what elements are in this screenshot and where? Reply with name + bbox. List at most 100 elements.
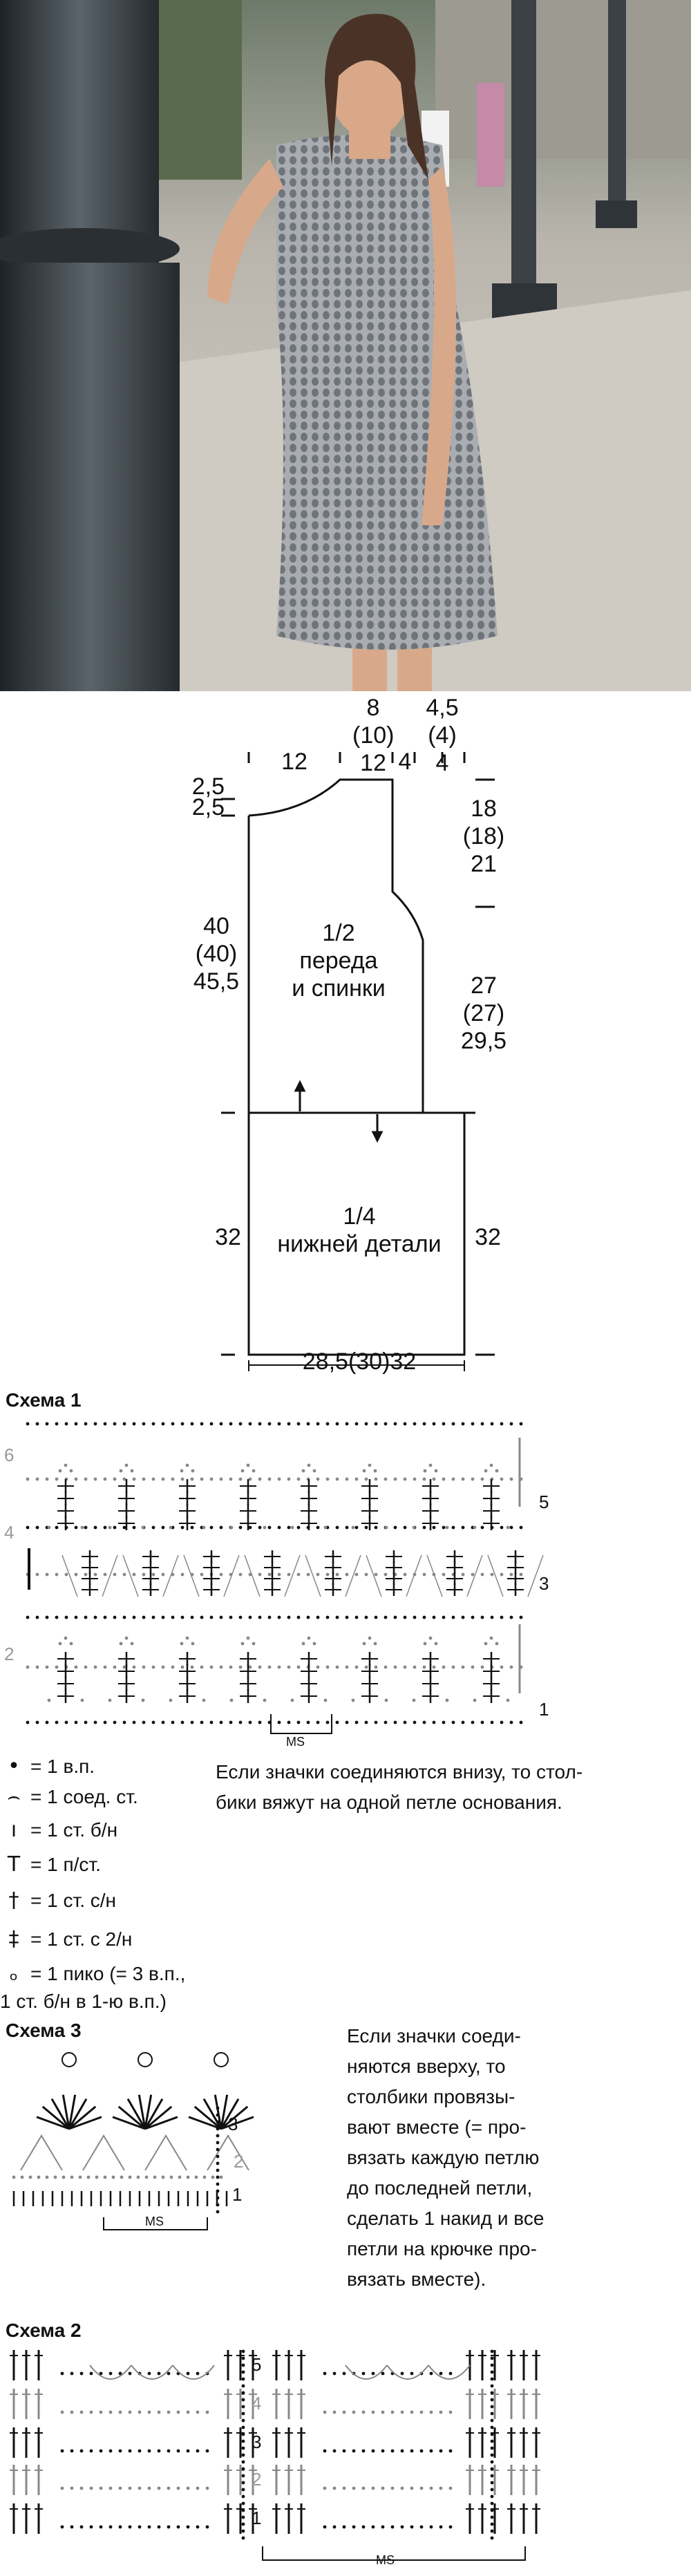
chain-stitch	[28, 2175, 32, 2179]
picot	[138, 2052, 153, 2067]
chain-stitch	[368, 1463, 372, 1467]
chain-stitch	[196, 2449, 200, 2453]
scheme3-chart: 3 2 1 MS	[0, 2039, 325, 2246]
chain-stitch	[384, 1477, 388, 1481]
upper-length-dim: 40 (40) 45,5	[193, 913, 240, 995]
chain-stitch	[361, 2449, 366, 2453]
chain-stitch	[451, 1665, 455, 1669]
chain-stitch	[316, 1665, 320, 1669]
chain-stitch	[171, 1665, 175, 1669]
stitch-mark	[61, 2094, 70, 2130]
chain-stitch	[93, 1665, 97, 1669]
chain-stitch	[258, 1720, 262, 1724]
chain-stitch	[445, 1525, 449, 1530]
chain-stitch	[241, 2418, 245, 2423]
scheme3-title: Схема 3	[6, 2020, 82, 2041]
stitch-mark	[214, 2094, 223, 2130]
chain-stitch	[209, 1665, 214, 1669]
stitch-mark	[220, 2094, 229, 2130]
chain-stitch	[35, 1665, 39, 1669]
chain-stitch	[84, 1477, 88, 1481]
chain-stitch	[161, 1572, 165, 1577]
chain-stitch	[186, 2410, 190, 2414]
chain-stitch	[84, 1525, 88, 1530]
chain-stitch	[147, 2371, 151, 2376]
chain-stitch	[352, 2486, 356, 2490]
chain-stitch	[89, 2449, 93, 2453]
chain-stitch	[55, 1720, 59, 1724]
chain-stitch	[248, 1665, 252, 1669]
chain-stitch	[132, 1422, 136, 1426]
chain-stitch	[186, 2175, 190, 2179]
chain-stitch	[258, 1422, 262, 1426]
chain-stitch	[74, 1525, 78, 1530]
chain-stitch	[138, 2410, 142, 2414]
chain-stitch	[241, 2446, 245, 2450]
chain-stitch	[434, 1469, 438, 1473]
chain-stitch	[64, 1463, 68, 1467]
chain-stitch	[296, 1572, 301, 1577]
stitch-mark	[144, 2116, 178, 2130]
picot	[61, 2052, 77, 2067]
chain-stitch	[448, 2486, 453, 2490]
chain-stitch	[490, 2488, 494, 2492]
chain-stitch	[238, 1615, 243, 1619]
chain-stitch	[248, 1525, 252, 1530]
stitch-mark	[244, 1554, 261, 1597]
chain-stitch	[390, 2449, 395, 2453]
ms-bracket	[270, 1714, 332, 1734]
chain-stitch	[490, 2425, 494, 2429]
chain-stitch	[79, 2525, 84, 2529]
chain-stitch	[99, 2410, 103, 2414]
chain-stitch	[241, 2425, 245, 2429]
chain-stitch	[345, 1525, 349, 1530]
chain-stitch	[219, 1665, 223, 1669]
chain-stitch	[142, 1572, 146, 1577]
chain-stitch	[241, 2356, 245, 2360]
chain-stitch	[167, 2449, 171, 2453]
chain-stitch	[216, 2168, 220, 2172]
chain-stitch	[241, 2474, 245, 2478]
chain-stitch	[306, 1720, 310, 1724]
chain-stitch	[108, 1698, 112, 1702]
chain-stitch	[403, 1477, 407, 1481]
chain-stitch	[374, 1572, 378, 1577]
chain-stitch	[296, 1422, 301, 1426]
chain-stitch	[61, 2175, 66, 2179]
scheme3-row-2: 2	[234, 2151, 244, 2172]
chain-stitch	[147, 2525, 151, 2529]
stitch-mark	[428, 2365, 471, 2380]
chain-stitch	[176, 2525, 180, 2529]
stitch-mark	[223, 1554, 240, 1597]
chain-stitch	[69, 1642, 73, 1646]
chain-stitch	[161, 1422, 165, 1426]
chain-stitch	[241, 2536, 245, 2540]
chain-stitch	[393, 1477, 397, 1481]
chain-stitch	[103, 1477, 107, 1481]
chain-stitch	[35, 1720, 39, 1724]
chain-stitch	[490, 2363, 494, 2367]
chain-stitch	[519, 1525, 523, 1530]
chain-stitch	[190, 1615, 194, 1619]
chain-stitch	[384, 1720, 388, 1724]
chain-stitch	[345, 1422, 349, 1426]
chain-stitch	[332, 2410, 337, 2414]
chain-stitch	[400, 2525, 404, 2529]
chain-stitch	[138, 2449, 142, 2453]
lower-piece-label: 1/4 нижней детали	[277, 1203, 442, 1257]
chain-stitch	[202, 1525, 206, 1530]
chain-stitch	[506, 1698, 510, 1702]
chain-stitch	[296, 1477, 301, 1481]
chain-stitch	[238, 1572, 243, 1577]
chain-stitch	[216, 2182, 220, 2186]
chain-stitch	[451, 1720, 455, 1724]
stitch-mark	[144, 2105, 173, 2130]
chain-stitch	[490, 1572, 494, 1577]
chain-stitch	[422, 1477, 426, 1481]
chain-stitch	[151, 1572, 155, 1577]
chain-stitch	[216, 2120, 220, 2124]
chain-stitch	[277, 1477, 281, 1481]
chain-stitch	[202, 2175, 207, 2179]
chain-stitch	[490, 2522, 494, 2526]
chain-stitch	[216, 2106, 220, 2110]
